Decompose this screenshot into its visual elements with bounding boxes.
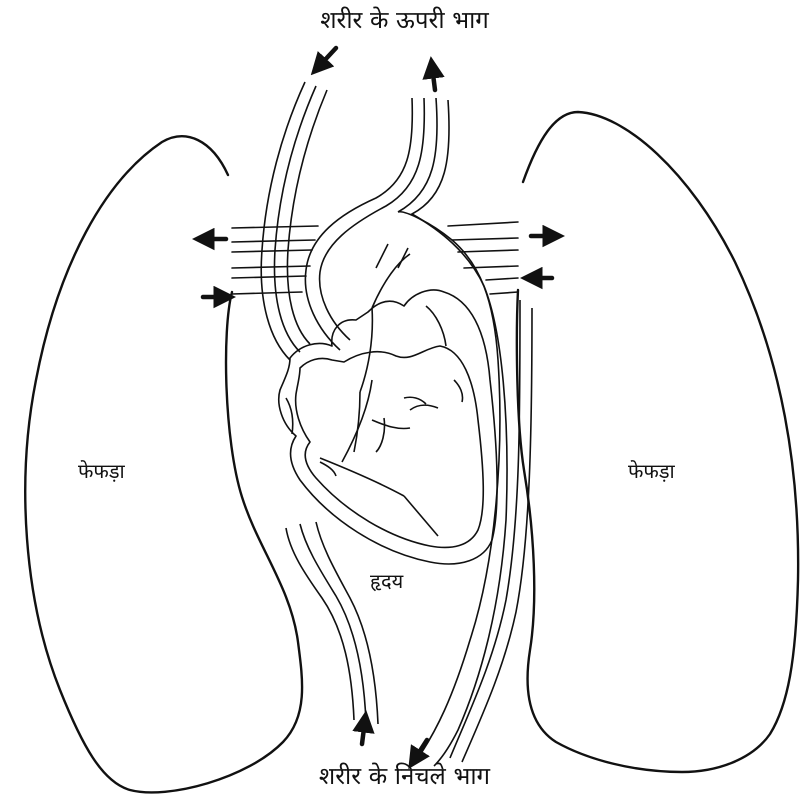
aorta	[305, 98, 532, 766]
arrow-in-lower	[362, 728, 364, 744]
label-upper-body: शरीर के ऊपरी भाग	[0, 8, 809, 32]
label-left-lung: फेफड़ा	[78, 461, 125, 481]
left-lung	[25, 136, 302, 792]
label-heart: हृदय	[370, 571, 403, 591]
heart	[279, 244, 497, 564]
right-lung	[517, 112, 798, 772]
arrow-out-upper	[433, 74, 435, 90]
label-lower-body: शरीर के निचले भाग	[0, 764, 809, 788]
arrow-in-upper	[323, 48, 336, 62]
label-right-lung: फेफड़ा	[628, 461, 675, 481]
